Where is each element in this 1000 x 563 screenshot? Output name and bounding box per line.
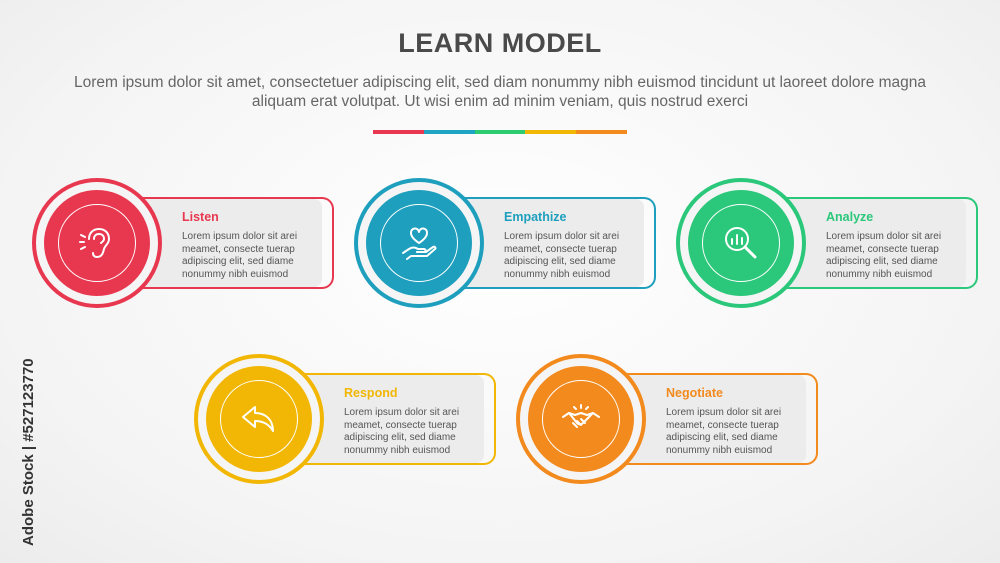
divider-segment <box>576 130 627 134</box>
reply-arrow-icon <box>220 380 298 458</box>
circle-ring <box>354 178 484 308</box>
circle-ring <box>194 354 324 484</box>
circle <box>366 190 472 296</box>
step-description: Lorem ipsum dolor sit arei meamet, conse… <box>182 231 298 280</box>
magnifier-chart-icon <box>702 204 780 282</box>
step-title: Respond <box>344 386 398 400</box>
step-respond: Respond Lorem ipsum dolor sit arei meame… <box>194 354 496 484</box>
ear-icon <box>58 204 136 282</box>
step-negotiate: Negotiate Lorem ipsum dolor sit arei mea… <box>516 354 818 484</box>
step-description: Lorem ipsum dolor sit arei meamet, conse… <box>666 407 782 456</box>
card-edge <box>776 197 978 289</box>
circle <box>206 366 312 472</box>
subtitle: Lorem ipsum dolor sit amet, consectetuer… <box>73 74 927 110</box>
step-empathize: Empathize Lorem ipsum dolor sit arei mea… <box>354 178 656 308</box>
divider-segment <box>525 130 577 134</box>
step-listen: Listen Lorem ipsum dolor sit arei meamet… <box>32 178 334 308</box>
step-title: Analyze <box>826 210 874 224</box>
watermark: Adobe Stock | #527123770 <box>16 325 37 550</box>
heart-hand-icon <box>380 204 458 282</box>
step-title: Empathize <box>504 210 567 224</box>
circle <box>44 190 150 296</box>
card-edge <box>616 373 818 465</box>
handshake-icon <box>542 380 620 458</box>
card-edge <box>132 197 334 289</box>
divider-segment <box>474 130 526 134</box>
divider-segment <box>423 130 475 134</box>
card-edge <box>454 197 656 289</box>
step-title: Negotiate <box>666 386 723 400</box>
circle <box>528 366 634 472</box>
title-divider <box>373 130 627 134</box>
divider-segment <box>373 130 424 134</box>
circle-ring <box>676 178 806 308</box>
step-title: Listen <box>182 210 219 224</box>
step-description: Lorem ipsum dolor sit arei meamet, conse… <box>826 231 942 280</box>
circle <box>688 190 794 296</box>
circle-ring <box>516 354 646 484</box>
step-description: Lorem ipsum dolor sit arei meamet, conse… <box>344 407 460 456</box>
page-title: LEARN MODEL <box>398 28 602 58</box>
step-description: Lorem ipsum dolor sit arei meamet, conse… <box>504 231 620 280</box>
step-analyze: Analyze Lorem ipsum dolor sit arei meame… <box>676 178 978 308</box>
watermark-text: Adobe Stock | #527123770 <box>20 358 37 546</box>
circle-ring <box>32 178 162 308</box>
card-edge <box>294 373 496 465</box>
